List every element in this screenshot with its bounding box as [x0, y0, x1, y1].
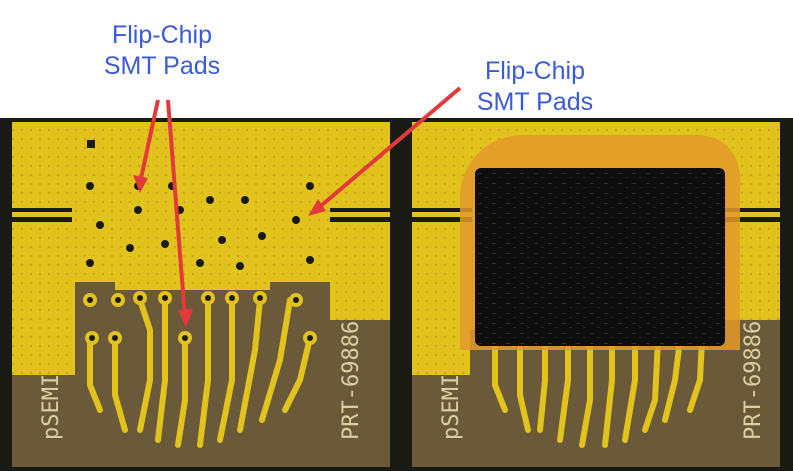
flip-chip-die — [475, 168, 725, 346]
callout-left-line1: Flip-Chip — [111, 21, 213, 49]
left-part-number: PRT-69886 — [339, 321, 364, 440]
arrow-right — [314, 86, 462, 212]
left-board: pSEMI PRT-69886 — [0, 118, 400, 471]
arrow-left-2 — [166, 99, 187, 319]
callout-right-line1: Flip-Chip — [484, 57, 586, 85]
callout-label-left: Flip-Chip SMT Pads — [92, 20, 232, 82]
right-part-number: PRT-69886 — [741, 321, 766, 440]
callout-label-right: Flip-Chip SMT Pads — [460, 56, 610, 118]
arrowhead-left-1 — [133, 175, 148, 193]
arrow-left-1 — [138, 99, 160, 184]
arrowhead-left-2 — [178, 309, 193, 328]
callout-arrows — [133, 86, 462, 328]
callout-left-line2: SMT Pads — [103, 52, 221, 80]
callout-right-line2: SMT Pads — [476, 88, 594, 116]
left-vendor-mark: pSEMI — [39, 374, 64, 440]
right-vendor-mark: pSEMI — [439, 374, 464, 440]
right-board: pSEMI PRT-69886 — [400, 118, 793, 471]
arrowhead-right — [308, 199, 326, 216]
